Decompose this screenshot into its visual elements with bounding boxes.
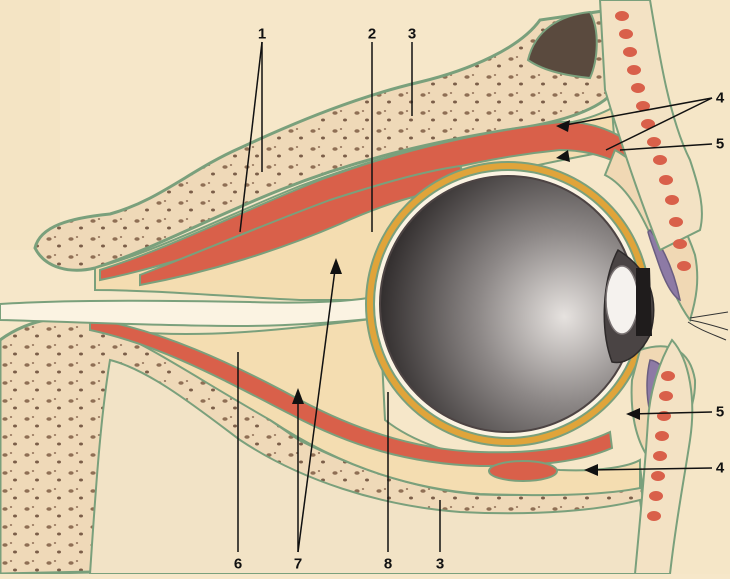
callout-label-8: 8 [384,557,392,572]
callout-label-3-bottom: 3 [436,557,444,572]
eyeball [380,176,636,432]
callout-label-4-bottom: 4 [716,461,724,476]
callout-label-3-top: 3 [408,27,416,42]
lens [606,266,638,334]
callout-label-5-bottom: 5 [716,405,724,420]
callout-label-1: 1 [258,27,266,42]
callout-label-5-top: 5 [716,137,724,152]
callout-label-7: 7 [294,557,302,572]
inferior-oblique-section [489,461,557,481]
callout-label-2: 2 [368,27,376,42]
iris [636,268,652,336]
callout-label-6: 6 [234,557,242,572]
callout-label-4-top: 4 [716,91,724,106]
